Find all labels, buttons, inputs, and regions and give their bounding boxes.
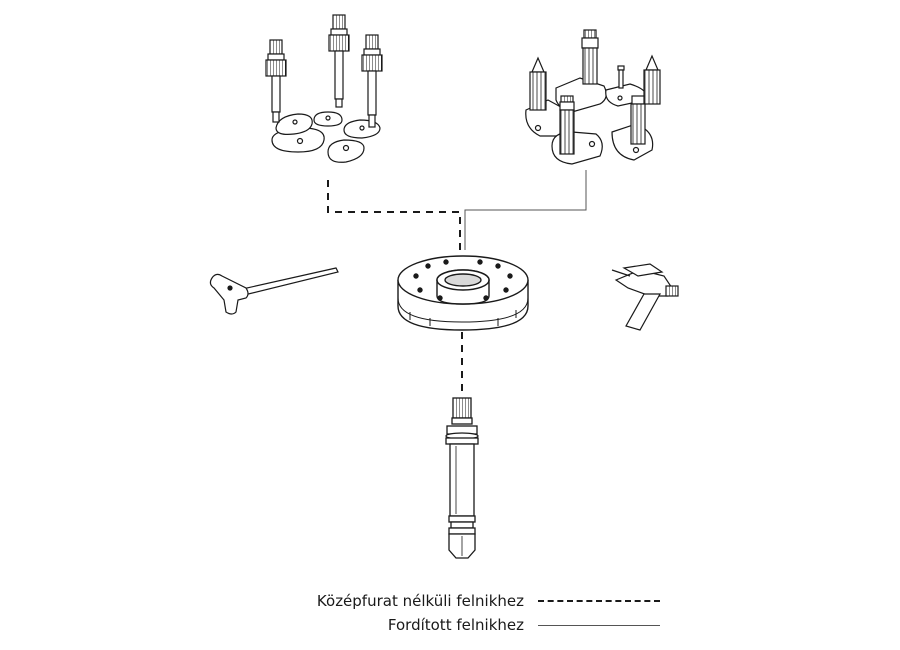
connection-lines (327, 170, 587, 394)
legend-row-dashed: Középfurat nélküli felnikhez (0, 592, 660, 610)
t-hex-key-icon (209, 267, 339, 315)
legend-label-dashed: Középfurat nélküli felnikhez (316, 592, 524, 610)
centering-shaft-icon (445, 397, 479, 559)
legend-sample-solid-line (538, 624, 660, 626)
legend-sample-dashed-line (538, 600, 660, 602)
cone-adapter-set-icon (525, 29, 661, 165)
dashed-link-pins (327, 180, 461, 250)
legend-row-solid: Fordított felnikhez (0, 616, 660, 634)
pin-set-icon (265, 14, 383, 163)
flange-plate-icon (397, 255, 529, 331)
legend-label-solid: Fordított felnikhez (387, 616, 524, 634)
caliper-icon (611, 263, 679, 331)
solid-link-cones (464, 170, 587, 250)
